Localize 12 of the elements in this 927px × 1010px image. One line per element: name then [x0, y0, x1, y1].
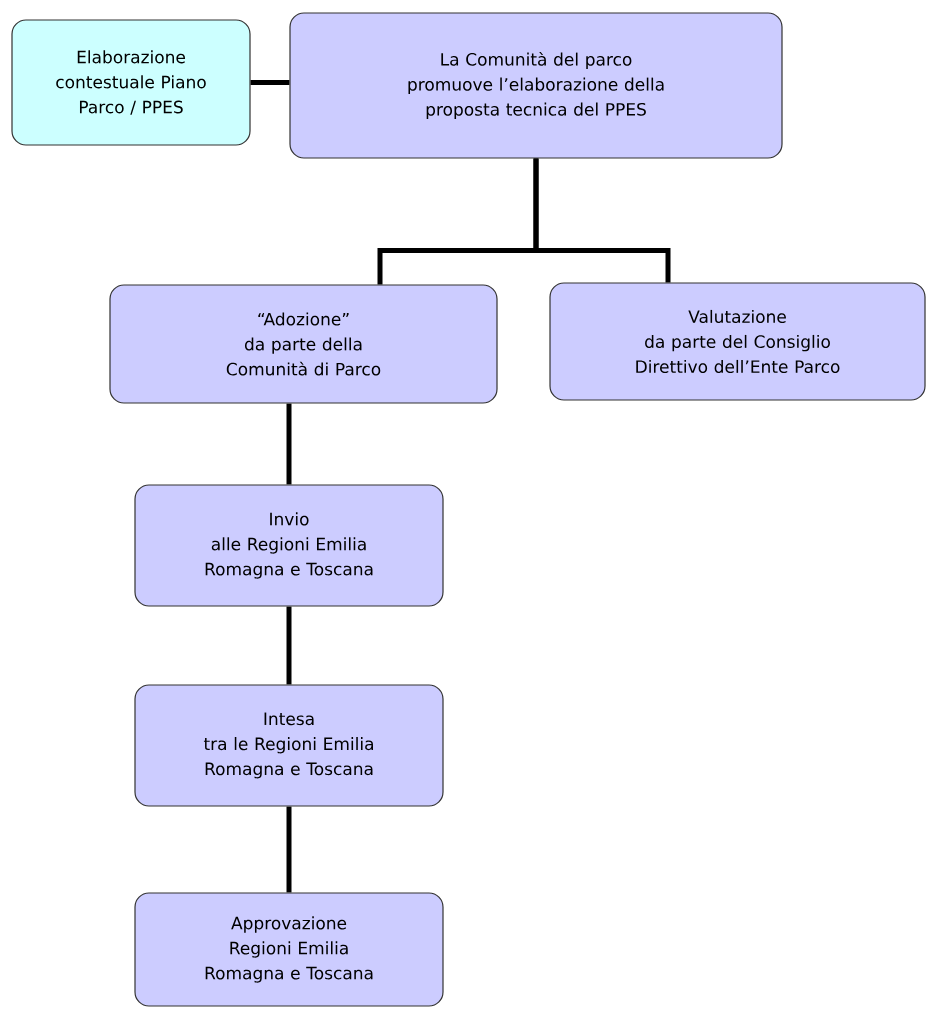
- process-box: Intesa tra le Regioni Emilia Romagna e Toscana: [134, 684, 444, 807]
- process-box: “Adozione” da parte della Comunità di Parco: [109, 284, 498, 404]
- connector-line: [250, 80, 290, 85]
- connector-line: [286, 606, 292, 685]
- process-box: Elaborazione contestuale Piano Parco / PPES: [11, 19, 251, 146]
- connector-line: [286, 403, 292, 485]
- process-box: Invio alle Regioni Emilia Romagna e Toscana: [134, 484, 444, 607]
- process-box: La Comunità del parco promuove l’elaborazione della proposta tecnica del PPES: [289, 12, 783, 159]
- connector-line: [533, 158, 671, 283]
- process-box: Approvazione Regioni Emilia Romagna e Toscana: [134, 892, 444, 1007]
- process-box: Valutazione da parte del Consiglio Direttivo dell’Ente Parco: [549, 282, 926, 401]
- connector-line: [286, 806, 292, 893]
